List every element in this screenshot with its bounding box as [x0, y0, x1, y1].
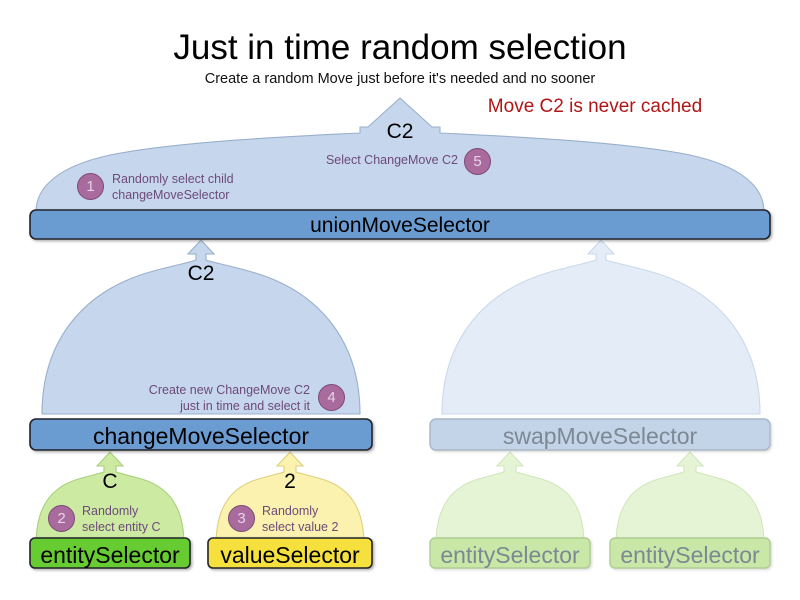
page-subtitle: Create a random Move just before it's ne…	[204, 71, 596, 87]
callout-text-2-line1: Randomly	[82, 504, 139, 518]
label-swapMoveSelector: swapMoveSelector	[502, 423, 698, 449]
arrow-change-to-union	[41, 239, 361, 415]
label-changeMoveSelector: changeMoveSelector	[92, 423, 310, 449]
label-unionMoveSelector: unionMoveSelector	[310, 214, 490, 237]
arrow-swap-entity-right	[615, 451, 765, 546]
label-valueSelector: valueSelector	[220, 542, 360, 568]
arrow-swap-to-union	[441, 239, 761, 415]
box-swapMoveSelector[interactable]	[429, 418, 771, 451]
callout-badge-3: 3	[228, 505, 255, 532]
arrow-union-output	[35, 97, 765, 213]
callout-text-4-line2: just in time and select it	[180, 399, 310, 413]
callout-text-5-line1: Select ChangeMove C2	[325, 153, 458, 167]
callout-badge-4: 4	[318, 384, 345, 411]
callout-text-2-line2: select entity C	[82, 520, 161, 534]
callout-badge-1: 1	[77, 173, 104, 200]
callout-text-3-line2: select value 2	[262, 520, 339, 534]
label-entitySelector: entitySelector	[40, 542, 180, 568]
callout-text-3-line1: Randomly	[262, 504, 319, 518]
arrow-label-union-output: C2	[386, 120, 414, 143]
label-swapEntitySelectorLeft: entitySelector	[440, 542, 580, 568]
arrow-label-entity-output: C	[102, 470, 118, 493]
warning-note: Move C2 is never cached	[487, 96, 703, 117]
callout-text-1-line1: Randomly select child	[112, 172, 234, 186]
box-entitySelector[interactable]	[29, 537, 191, 569]
box-unionMoveSelector[interactable]	[29, 209, 771, 240]
arrow-swap-entity-left	[435, 451, 585, 546]
callout-text-4-line1: Create new ChangeMove C2	[148, 383, 310, 397]
box-changeMoveSelector[interactable]	[29, 418, 373, 451]
callout-badge-5: 5	[464, 148, 491, 175]
box-swapEntitySelectorRight[interactable]	[609, 537, 771, 569]
callout-badge-2: 2	[48, 505, 75, 532]
page-title: Just in time random selection	[173, 28, 627, 67]
label-swapEntitySelectorRight: entitySelector	[620, 542, 760, 568]
box-swapEntitySelectorLeft[interactable]	[429, 537, 591, 569]
box-valueSelector[interactable]	[207, 537, 373, 569]
arrow-label-change-to-union: C2	[187, 262, 215, 285]
callout-text-1-line2: changeMoveSelector	[112, 188, 230, 202]
arrow-label-value-output: 2	[284, 470, 296, 493]
